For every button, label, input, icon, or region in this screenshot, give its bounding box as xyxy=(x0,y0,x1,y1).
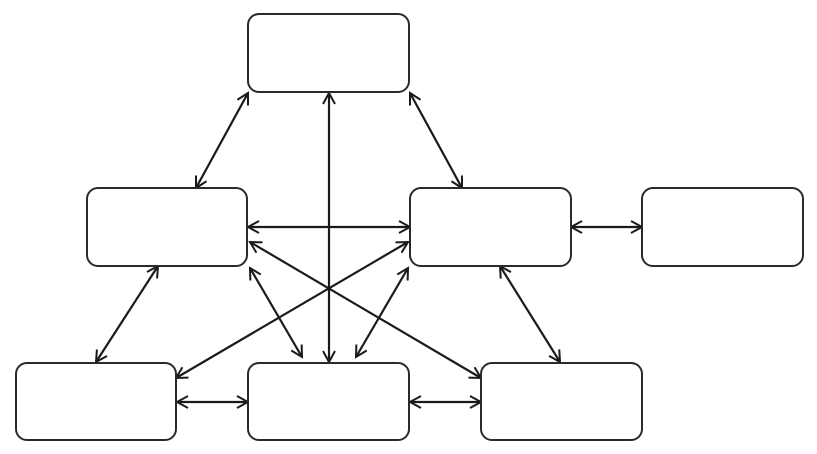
edges-layer xyxy=(96,93,642,402)
node-bottom-center xyxy=(247,362,410,441)
node-box-mid-left xyxy=(86,187,248,267)
node-box-bottom-right xyxy=(480,362,643,441)
node-box-top xyxy=(247,13,410,93)
edge-top-to-mid-center xyxy=(410,93,462,188)
node-box-bottom-left xyxy=(15,362,177,441)
edge-mid-left-to-bottom-center xyxy=(250,268,302,357)
edge-mid-center-to-bottom-center xyxy=(356,268,408,357)
node-box-mid-center xyxy=(409,187,572,267)
node-bottom-left xyxy=(15,362,177,441)
edge-mid-center-to-bottom-left xyxy=(176,242,408,378)
edge-mid-center-to-bottom-right xyxy=(500,266,560,362)
node-bottom-right xyxy=(480,362,643,441)
node-mid-right xyxy=(641,187,804,267)
node-mid-center xyxy=(409,187,572,267)
node-mid-left xyxy=(86,187,248,267)
node-box-mid-right xyxy=(641,187,804,267)
node-box-bottom-center xyxy=(247,362,410,441)
edge-mid-left-to-bottom-left xyxy=(96,266,158,362)
nodes-layer xyxy=(15,13,804,441)
node-top xyxy=(247,13,410,93)
edge-top-to-mid-left xyxy=(196,93,248,188)
